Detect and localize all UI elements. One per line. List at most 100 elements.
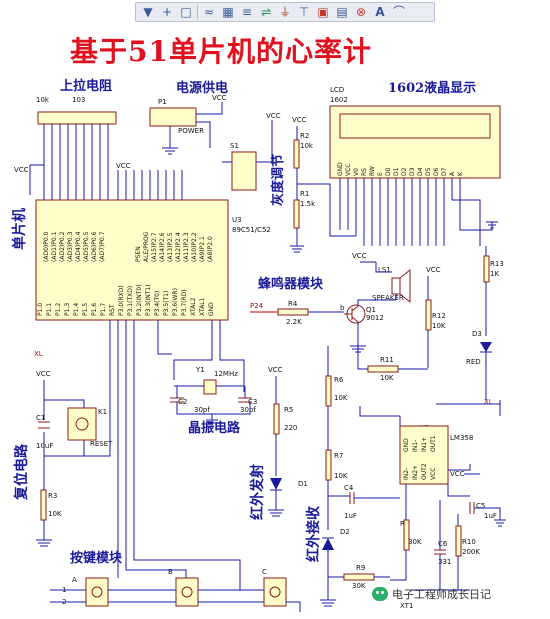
arc-icon[interactable]: ⌒: [392, 5, 405, 19]
xl-right: XL: [484, 398, 493, 406]
r3-value: 10K: [48, 510, 62, 518]
mcu_bottom_pins-pin-label: P1.5: [82, 303, 89, 316]
speaker-ls1: [391, 268, 411, 304]
net-icon[interactable]: ≈: [203, 5, 215, 19]
s1-label: S1: [230, 142, 239, 150]
lm358_pins-pin-label: IN2-: [403, 468, 410, 480]
c6-value: 331: [438, 558, 451, 566]
vcc-buzzer: VCC: [352, 252, 367, 260]
key-a[interactable]: [85, 577, 109, 607]
lcd_pins-pin-label: E: [377, 172, 384, 176]
r11-label: R11: [380, 356, 394, 364]
r9-label: R9: [356, 564, 365, 572]
bus-icon[interactable]: ≡: [241, 5, 253, 19]
lcd_pins-pin-label: D3: [409, 167, 416, 176]
r11-value: 10K: [380, 374, 394, 382]
ground-icon[interactable]: ⏚: [278, 5, 291, 19]
mcu_bottom_pins-pin-label: P3.3(INT1): [145, 284, 152, 316]
q1-label: Q1: [366, 306, 376, 314]
power-icon[interactable]: ⊤: [298, 5, 310, 19]
toolbar-separator: [197, 5, 198, 19]
mcu_right_pins-pin-label: PSEN: [135, 246, 142, 262]
mcu_bottom_pins-pin-label: RST: [109, 304, 116, 316]
r6-label: R6: [334, 376, 344, 384]
power-label: 电源供电: [176, 80, 228, 96]
cross-icon[interactable]: +: [161, 5, 173, 19]
lm358_pins-pin-label: IN1+: [421, 437, 428, 452]
led-d3: [480, 342, 492, 352]
c5-label: C5: [476, 502, 485, 510]
key-b-label: B: [168, 568, 173, 576]
pullup-label: 上拉电阻: [60, 78, 112, 94]
filter-icon[interactable]: ▼: [143, 5, 153, 19]
r1-value: 1.5k: [300, 200, 316, 208]
lm358_pins-pin-label: IN1-: [412, 440, 419, 452]
c6-label: C6: [438, 540, 448, 548]
mcu_bottom_pins-pin-label: P1.0: [37, 303, 44, 316]
text-icon[interactable]: A: [375, 5, 385, 19]
mcu_bottom_pins-pin-label: P1.4: [73, 303, 80, 316]
mcu_left_pins-pin-label: (AD5)P0.5: [83, 231, 90, 262]
respack-value: 10k: [36, 96, 50, 104]
contrast-label: 灰度调节: [270, 154, 286, 206]
lcd_pins-pin-label: D6: [433, 167, 440, 176]
resistor-r4: [277, 308, 309, 316]
component-icon[interactable]: ▣: [317, 5, 329, 19]
p1-label: P1: [158, 98, 167, 106]
r13-value: 1K: [490, 270, 499, 278]
lcd-part: 1602: [330, 96, 348, 104]
reset-text: RESET: [90, 440, 113, 448]
sheet-icon[interactable]: ▤: [336, 5, 348, 19]
c1-label: C1: [36, 414, 45, 422]
y1-label: Y1: [195, 366, 205, 374]
mcu_right_pins-pin-label: ALE/PROG: [143, 231, 150, 262]
d1-label: D1: [298, 480, 308, 488]
resistor-r7: [325, 449, 332, 481]
mcu_bottom_pins-pin-label: P3.5(T1): [163, 291, 170, 316]
key-b[interactable]: [175, 577, 199, 607]
lcd_pins-pin-label: VCC: [345, 164, 352, 176]
toolbar: ▼ + □ ≈ ▦ ≡ ⇌ ⏚ ⊤ ▣ ▤ ⊗ A ⌒: [135, 2, 435, 22]
r4-label: R4: [288, 300, 298, 308]
lcd_pins-pin-label: D5: [425, 167, 432, 176]
mcu_right_pins-pin-label: (A11)P2.3: [183, 232, 190, 262]
r2-value: 10k: [300, 142, 314, 150]
d2-label: D2: [340, 528, 350, 536]
page-title: 基于51单片机的心率计: [70, 35, 372, 68]
lcd_pins-pin-label: D1: [393, 167, 400, 176]
reset-button-k1[interactable]: [67, 407, 97, 441]
base-label: b: [340, 304, 345, 312]
mcu_bottom_pins-pin-label: P3.4(T0): [154, 291, 161, 316]
power-jack: [149, 107, 197, 127]
key-c[interactable]: [263, 577, 287, 607]
vcc-r12: VCC: [426, 266, 441, 274]
mcu_bottom_pins-pin-label: P1.2: [55, 303, 62, 316]
chip-icon[interactable]: ▦: [222, 5, 234, 19]
mcu_bottom_pins-pin-label: XTAL1: [199, 297, 206, 316]
lm358_pins-pin-label: GND: [403, 438, 410, 452]
box-icon[interactable]: □: [180, 5, 192, 19]
mcu_bottom_pins-pin-label: P3.6(WR): [172, 288, 179, 316]
watermark-text: 电子工程师成长日记: [392, 588, 491, 601]
lm358_pins-pin-label: VCC: [430, 468, 437, 480]
power-text: POWER: [178, 127, 204, 135]
lcd-section-label: 1602液晶显示: [388, 80, 476, 96]
lcd-screen: [339, 113, 491, 139]
port-icon[interactable]: ⊗: [355, 5, 367, 19]
reset-label: 复位电路: [13, 443, 30, 501]
r13-label: R13: [490, 260, 504, 268]
r5-value: 220: [284, 424, 297, 432]
mcu_left_pins-pin-label: (AD3)P0.3: [67, 231, 74, 262]
ir-tx-label: 红外发射: [249, 464, 266, 520]
mcu_right_pins-pin-label: (A15)P2.7: [151, 232, 158, 262]
q1-part: 9012: [366, 314, 384, 322]
vcc-respack: VCC: [14, 166, 29, 174]
lm358_pins-pin-label: OUT1: [430, 435, 437, 452]
lcd_pins-pin-label: D2: [401, 167, 408, 176]
r5-label: R5: [284, 406, 293, 414]
wechat-icon: [372, 587, 388, 601]
r6-value: 10K: [334, 394, 348, 402]
resistor-r2: [293, 139, 300, 169]
entry-icon[interactable]: ⇌: [260, 5, 272, 19]
u3-label: U3: [232, 216, 242, 224]
